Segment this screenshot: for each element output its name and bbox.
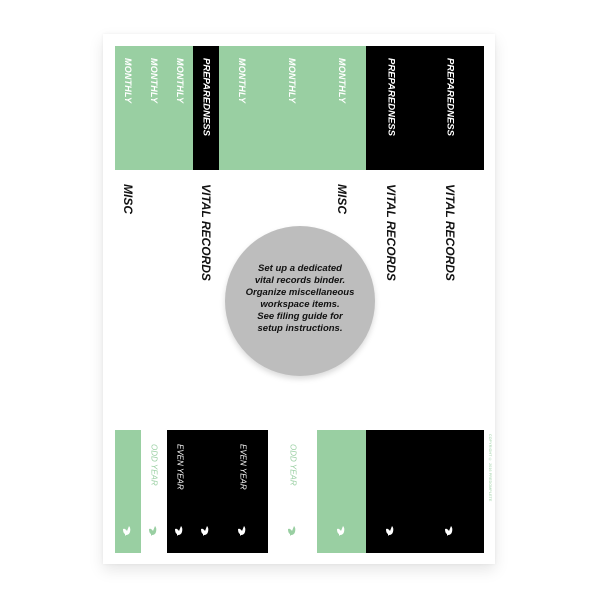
tab-label-odd-year: ODD YEAR (288, 444, 298, 486)
tab-label-monthly: MONTHLY (237, 58, 247, 104)
bird-icon (445, 526, 453, 536)
tab-label-preparedness: PREPAREDNESS (444, 58, 456, 136)
top-black-band-right (366, 46, 484, 170)
spine-label-vital-records: VITAL RECORDS (199, 184, 213, 281)
note-line: vital records binder. (254, 275, 346, 286)
bird-icon (201, 526, 209, 536)
spine-label-misc: MISC (121, 184, 135, 214)
spine-label-vital-records: VITAL RECORDS (384, 184, 398, 281)
tab-label-odd-year: ODD YEAR (149, 444, 159, 486)
top-black-band-narrow (193, 46, 219, 170)
instruction-note-text: Set up a dedicated vital records binder.… (235, 263, 365, 335)
note-line: Organize miscellaneous (245, 287, 355, 298)
tab-label-even-year: EVEN YEAR (238, 444, 248, 490)
note-line: setup instructions. (257, 323, 343, 334)
tab-label-monthly: MONTHLY (175, 58, 185, 104)
bottom-black-band-right (366, 430, 484, 553)
tab-label-preparedness: PREPAREDNESS (200, 58, 212, 136)
bird-icon (175, 526, 183, 536)
bird-icon (149, 526, 157, 536)
note-line: workspace items. (260, 299, 340, 310)
tab-label-preparedness: PREPAREDNESS (385, 58, 397, 136)
printable-tab-sheet: MONTHLY MONTHLY MONTHLY PREPAREDNESS MON… (103, 34, 495, 564)
copyright-text: COPYRIGHT © 2016 PREDOMPLETE (488, 434, 492, 502)
spine-label-vital-records: VITAL RECORDS (443, 184, 457, 281)
tab-label-even-year: EVEN YEAR (175, 444, 185, 490)
tab-label-monthly: MONTHLY (149, 58, 159, 104)
bird-icon (337, 526, 345, 536)
note-line: Set up a dedicated (258, 263, 342, 274)
bird-icon (386, 526, 394, 536)
top-green-band-left (115, 46, 193, 170)
tab-label-monthly: MONTHLY (287, 58, 297, 104)
bird-icon (238, 526, 246, 536)
spine-label-misc: MISC (335, 184, 349, 214)
instruction-note-circle: Set up a dedicated vital records binder.… (225, 226, 375, 376)
note-line: See filing guide for (257, 311, 343, 322)
bottom-black-band-left (167, 430, 268, 553)
bird-icon (123, 526, 131, 536)
top-green-band-middle (219, 46, 366, 170)
bird-icon (288, 526, 296, 536)
tab-label-monthly: MONTHLY (337, 58, 347, 104)
tab-label-monthly: MONTHLY (123, 58, 133, 104)
